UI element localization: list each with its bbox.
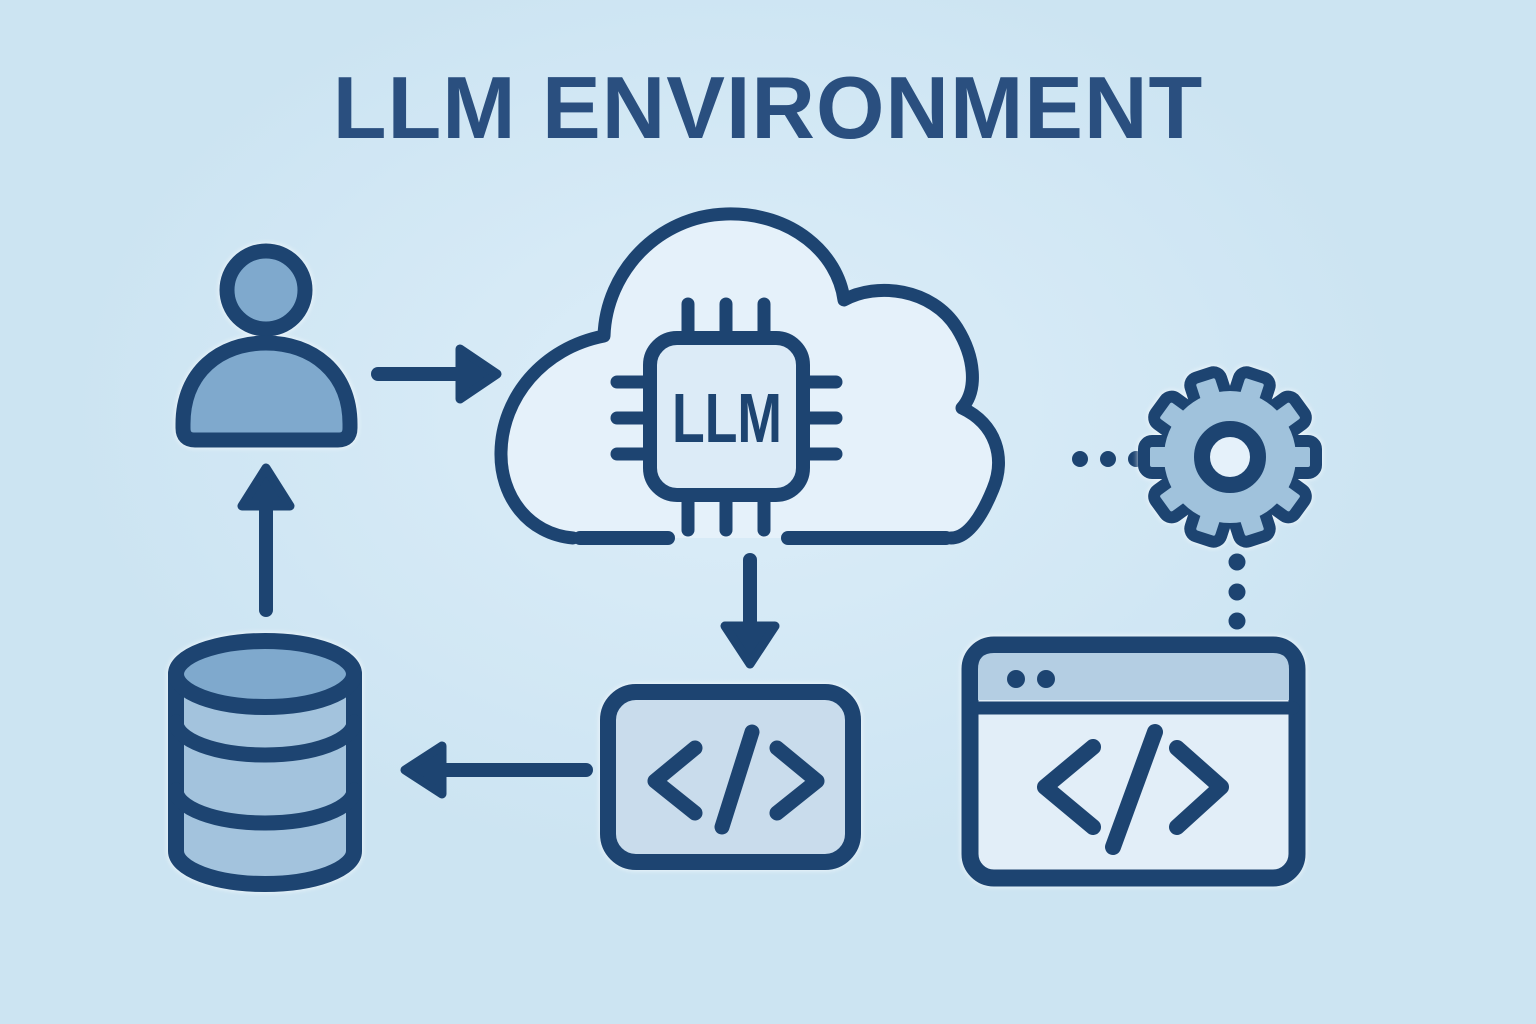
arrow-head-up	[237, 463, 295, 511]
chip-label: LLM	[672, 379, 782, 457]
arrow-head-down	[720, 621, 780, 669]
gear-hub	[1194, 421, 1266, 493]
page-title: LLM ENVIRONMENT	[332, 58, 1204, 157]
chip-body	[643, 331, 810, 502]
arrow-cloud-to-code	[720, 553, 780, 669]
user-body	[175, 335, 358, 448]
database-top	[168, 633, 362, 715]
dotted-line-gear-to-browser	[1228, 553, 1246, 630]
arrow-head-left	[400, 741, 447, 799]
database-icon	[168, 633, 362, 892]
browser-dot-2	[1037, 670, 1055, 688]
user-icon	[175, 243, 358, 448]
browser-window-icon	[961, 636, 1306, 887]
browser-dot-1	[1007, 670, 1025, 688]
browser-code-glyph	[1037, 724, 1229, 855]
arrow-user-to-cloud	[371, 344, 502, 404]
dotted-line-cloud-to-gear	[1072, 451, 1144, 467]
code-box-icon	[600, 684, 861, 870]
user-head	[219, 243, 313, 337]
browser-title-bar	[978, 653, 1289, 700]
database-band-1	[168, 714, 362, 763]
arrow-database-to-user	[237, 463, 295, 617]
gear-icon	[1138, 366, 1322, 548]
code-glyph	[647, 724, 825, 835]
database-band-2	[168, 782, 362, 831]
arrow-head-right	[455, 344, 502, 404]
arrow-code-to-database	[400, 741, 593, 799]
llm-chip-icon: LLM	[610, 297, 843, 537]
database-body	[168, 666, 362, 892]
